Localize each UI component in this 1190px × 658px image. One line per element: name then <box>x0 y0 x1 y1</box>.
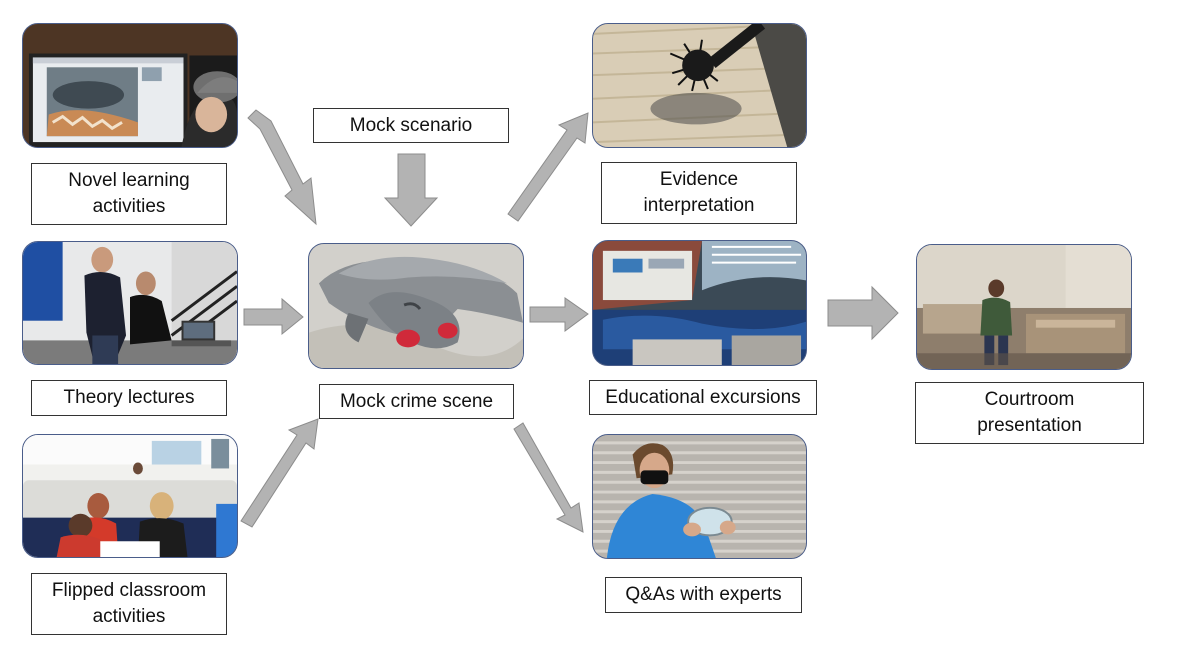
evidence-interpretation-label: Evidence interpretation <box>601 162 797 224</box>
arrow-theory-to-crime-scene <box>243 297 304 336</box>
novel-learning-photo <box>22 23 238 148</box>
novel-learning-label: Novel learning activities <box>31 163 227 225</box>
courtroom-presentation-text: Courtroom presentation <box>977 389 1082 436</box>
evidence-interpretation-text: Evidence interpretation <box>643 169 755 216</box>
theory-lectures-label: Theory lectures <box>31 380 227 416</box>
qas-experts-photo <box>592 434 807 559</box>
arrow-crime-scene-to-evidence <box>507 112 589 222</box>
courtroom-photo <box>916 244 1132 370</box>
mock-crime-scene-text: Mock crime scene <box>339 390 494 412</box>
arrow-flipped-to-crime-scene <box>240 418 319 528</box>
flipped-classroom-label: Flipped classroom activities <box>31 573 227 635</box>
educational-excursions-text: Educational excursions <box>605 386 801 408</box>
flipped-classroom-photo <box>22 434 238 558</box>
theory-lectures-text: Theory lectures <box>63 387 195 408</box>
mock-scenario-label: Mock scenario <box>313 108 509 143</box>
mock-crime-scene-photo <box>308 243 524 369</box>
arrow-crime-scene-to-excursions <box>529 297 589 332</box>
novel-learning-text: Novel learning activities <box>68 170 190 217</box>
mock-scenario-text: Mock scenario <box>349 114 473 136</box>
educational-excursions-label: Educational excursions <box>589 380 817 415</box>
educational-excursions-photo <box>592 240 807 366</box>
mock-crime-scene-label: Mock crime scene <box>319 384 514 419</box>
evidence-interpretation-photo <box>592 23 807 148</box>
courtroom-presentation-label: Courtroom presentation <box>915 382 1144 444</box>
qas-experts-label: Q&As with experts <box>605 577 802 613</box>
arrow-excursions-to-courtroom <box>827 285 899 341</box>
qas-experts-text: Q&As with experts <box>625 584 782 605</box>
arrow-crime-scene-to-qas <box>513 422 584 533</box>
arrow-scenario-to-crime-scene <box>383 153 439 227</box>
flipped-classroom-text: Flipped classroom activities <box>51 580 207 627</box>
arrow-novel-to-crime-scene <box>247 109 317 226</box>
theory-lectures-photo <box>22 241 238 365</box>
